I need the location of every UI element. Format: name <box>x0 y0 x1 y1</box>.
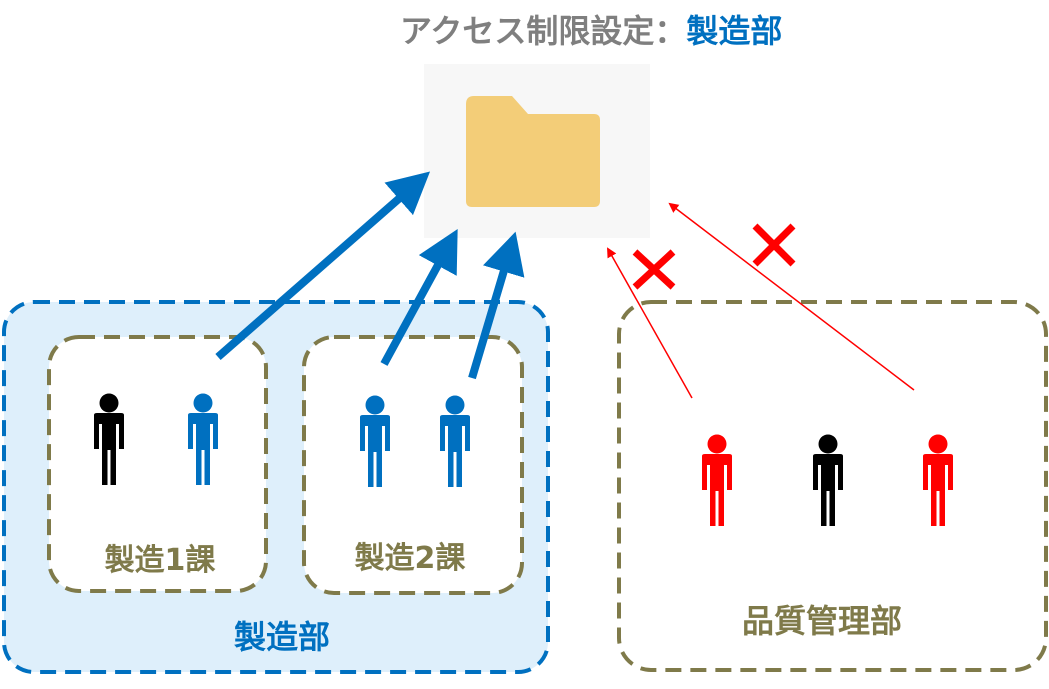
denied-arrow-1 <box>607 247 693 399</box>
section-1-label: 製造1課 <box>105 543 217 578</box>
folder-icon <box>466 96 600 207</box>
section-2-label: 製造2課 <box>355 541 467 576</box>
dept-manufacturing-label: 製造部 <box>234 618 330 656</box>
allowed-arrow-2 <box>380 228 458 366</box>
denied-arrow-2 <box>668 202 915 391</box>
cross-mark-icon <box>632 249 676 290</box>
diagram-title: アクセス制限設定：製造部 <box>400 12 782 50</box>
allowed-arrow-1 <box>215 171 431 361</box>
section-2-box <box>302 335 524 595</box>
title-target: 製造部 <box>686 12 782 50</box>
title-main: アクセス制限設定： <box>400 12 686 50</box>
dept-quality-label: 品質管理部 <box>742 602 902 640</box>
allowed-arrow-3 <box>468 231 525 380</box>
cross-mark-icon <box>752 223 796 267</box>
